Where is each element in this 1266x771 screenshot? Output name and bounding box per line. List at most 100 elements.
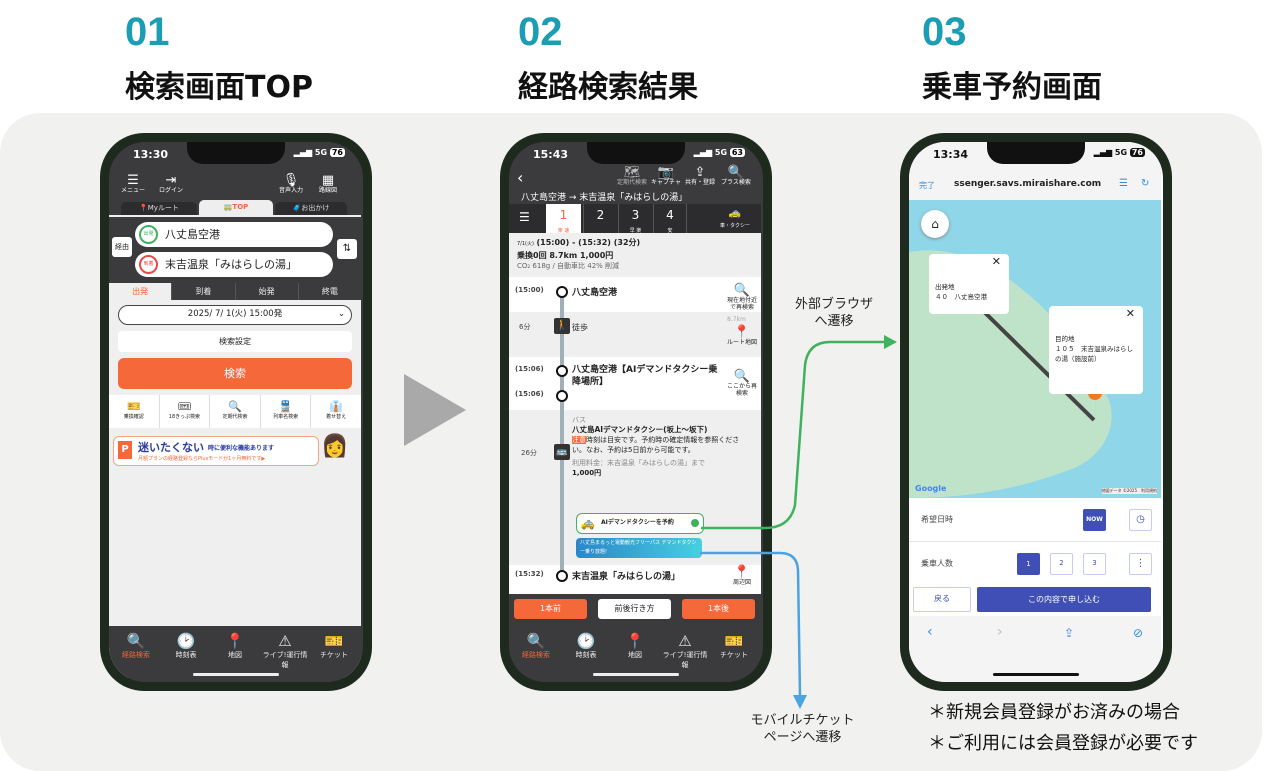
free-pass-promo-banner[interactable]: 八丈島まるっと電動観光フリーパス デマンドタクシー乗り放題! [576, 538, 702, 558]
list-icon[interactable]: ☰ [519, 210, 530, 224]
back-button[interactable]: 戻る [913, 587, 971, 612]
phone-route-result: 15:43 ▂▄▆ 5G 63 ‹ 🗺定期代検索 📷キャプチャ ⇪共有・登録 🔍プ… [500, 133, 772, 691]
url-bar[interactable]: ssenger.savs.miraishare.com [954, 179, 1102, 189]
stop-marker [556, 390, 568, 402]
compass-icon[interactable]: ⊘ [1133, 626, 1144, 640]
back-icon[interactable]: ‹ [517, 168, 524, 187]
shortcut-18kippu[interactable]: 🎟18きっぷ検索 [158, 395, 210, 428]
next-train-button[interactable]: 1本後 [682, 599, 755, 619]
share-button[interactable]: ⇪共有・登録 [685, 165, 716, 187]
step-number-1: 01 [125, 10, 170, 54]
stop-name: 八丈島空港 [572, 288, 618, 298]
nav-live-info[interactable]: ⚠ライブ!運行情報 [662, 632, 708, 669]
passenger-1-button[interactable]: 1 [1017, 553, 1040, 575]
nav-ticket[interactable]: 🎫チケット [320, 632, 348, 659]
map-credit[interactable]: 地図データ ©2025 利用規約 [1101, 488, 1157, 494]
tab-arrival[interactable]: 到着 [171, 283, 235, 300]
status-time: 15:43 [533, 148, 569, 161]
nav-route-search[interactable]: 🔍経路検索 [522, 632, 550, 659]
mascot-illustration: 👩 [321, 434, 349, 459]
menu-button[interactable]: ☰メニュー [121, 173, 146, 195]
login-button[interactable]: ⇥ログイン [159, 173, 184, 195]
status-signal: ▂▄▆ 5G 76 [293, 148, 345, 157]
route-map-button[interactable]: ▦路線図 [319, 173, 338, 195]
tab-my-route[interactable]: 📍Myルート [121, 202, 197, 215]
close-icon[interactable]: ✕ [1125, 307, 1135, 320]
route-tab-2[interactable]: 2 [583, 204, 617, 233]
shortcut-theme[interactable]: 👔着せ替え [310, 395, 361, 428]
reader-icon[interactable]: ☰ [1119, 178, 1128, 189]
browser-forward-icon: › [997, 624, 1003, 640]
reserve-demand-taxi-button[interactable]: 🚕AIデマンドタクシーを予約 [576, 513, 704, 534]
tab-top[interactable]: 🚃TOP [199, 200, 273, 215]
tab-departure[interactable]: 出発 [109, 283, 172, 300]
home-icon[interactable]: ⌂ [921, 210, 949, 238]
swap-icon[interactable]: ⇅ [337, 239, 357, 259]
submit-button[interactable]: この内容で申し込む [977, 587, 1151, 612]
tab-outing[interactable]: 🧳お出かけ [275, 202, 347, 215]
stop-marker [556, 570, 568, 582]
nav-map[interactable]: 📍地図 [625, 632, 645, 659]
nav-route-search[interactable]: 🔍経路検索 [122, 632, 150, 659]
done-button[interactable]: 完了 [919, 181, 935, 190]
external-browser-label: 外部ブラウザ へ遷移 [794, 297, 873, 329]
around-routes-button[interactable]: 前後行き方 [598, 599, 671, 619]
browser-back-icon[interactable]: ‹ [927, 624, 933, 640]
next-arrow-icon [404, 374, 466, 446]
area-map-icon[interactable]: 📍周辺図 [732, 565, 751, 587]
plus-mode-banner[interactable]: P 迷いたくない 時に便利な機能あります 月額プランの経路登録ならPlusモード… [113, 436, 319, 466]
nav-live-info[interactable]: ⚠ライブ!運行情報 [262, 632, 308, 669]
note-registration-required: ＊ご利用には会員登録が必要です [928, 733, 1198, 754]
stop-marker [556, 365, 568, 377]
passenger-2-button[interactable]: 2 [1050, 553, 1073, 575]
tab-first[interactable]: 始発 [234, 283, 298, 300]
nav-map[interactable]: 📍地図 [225, 632, 245, 659]
reload-icon[interactable]: ↻ [1141, 178, 1150, 189]
status-time: 13:34 [933, 148, 969, 161]
share-icon[interactable]: ⇪ [1064, 626, 1075, 640]
nav-timetable[interactable]: 🕑時刻表 [575, 632, 597, 659]
car-taxi-tab[interactable]: 🚕車・タクシー [719, 208, 750, 229]
close-icon[interactable]: ✕ [991, 255, 1001, 268]
via-button[interactable]: 経由 [112, 237, 132, 257]
route-map-icon[interactable]: 📍ルート地図 [727, 325, 758, 347]
passenger-3-button[interactable]: 3 [1083, 553, 1106, 575]
prev-train-button[interactable]: 1本前 [514, 599, 587, 619]
to-badge: 到着 [139, 255, 158, 274]
clock-icon[interactable]: ◷ [1129, 509, 1152, 531]
search-button[interactable]: 検索 [118, 358, 352, 389]
step-title-2: 経路検索結果 [518, 70, 698, 105]
now-button[interactable]: NOW [1083, 509, 1106, 531]
voice-input-button[interactable]: 🎙音声入力 [279, 173, 304, 195]
route-summary: 7/1(火) (15:00) - (15:32) (32分) 乗換0回 8.7k… [509, 233, 761, 277]
research-icon[interactable]: 🔍現在地付近で再検索 [727, 283, 758, 311]
status-signal: ▂▄▆ 5G 63 [693, 148, 745, 157]
more-options-icon[interactable]: ⋮ [1129, 553, 1152, 575]
step-number-3: 03 [922, 10, 967, 54]
capture-button[interactable]: 📷キャプチャ [651, 165, 681, 187]
bottom-nav: 🔍経路検索 🕑時刻表 📍地図 ⚠ライブ!運行情報 🎫チケット [509, 626, 763, 682]
tab-last[interactable]: 終電 [297, 283, 361, 300]
shortcut-train-name[interactable]: 🚆列車名検索 [259, 395, 311, 428]
route-title: 八丈島空港 → 末吉温泉「みはらしの湯」 [521, 193, 688, 203]
datetime-select[interactable]: 2025/ 7/ 1(火) 15:00発⌄ [118, 305, 352, 325]
phone-search-top: 13:30▂▄▆ 5G 76 ☰メニュー ⇥ログイン 🎙音声入力 ▦路線図 📍M… [100, 133, 372, 691]
from-field[interactable]: 出発八丈島空港 [135, 222, 333, 247]
step-title-1: 検索画面TOP [125, 70, 313, 105]
walk-icon: 🚶 [554, 318, 570, 334]
nav-ticket[interactable]: 🎫チケット [720, 632, 748, 659]
research-icon[interactable]: 🔍ここから再検索 [727, 369, 758, 397]
search-settings-button[interactable]: 検索設定 [118, 331, 352, 352]
to-field[interactable]: 到着末吉温泉「みはらしの湯」 [135, 252, 333, 277]
plus-search-button[interactable]: 🔍プラス検索 [721, 165, 751, 187]
shortcut-commuter[interactable]: 🔍定期代検索 [209, 395, 260, 428]
commuter-search-button[interactable]: 🗺定期代検索 [617, 165, 648, 187]
nav-timetable[interactable]: 🕑時刻表 [175, 632, 197, 659]
shortcut-transfer[interactable]: 🎫乗換確認 [123, 400, 144, 420]
